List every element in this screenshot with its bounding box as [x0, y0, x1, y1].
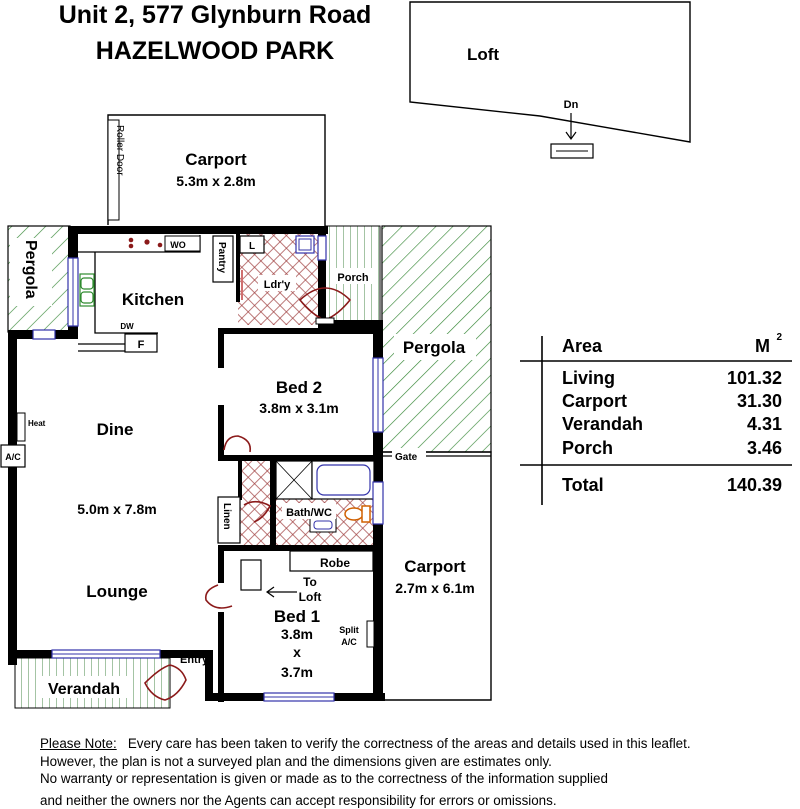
area-row-value: 101.32: [727, 368, 782, 389]
heater: [17, 413, 25, 441]
bed2-door: [224, 436, 250, 452]
gate-label: Gate: [395, 452, 418, 463]
disclaimer-line-1: Please Note: Every care has been taken t…: [40, 735, 790, 753]
porch-label: Porch: [337, 272, 368, 284]
bath-label: Bath/WC: [286, 507, 332, 519]
disclaimer-line-2: However, the plan is not a surveyed plan…: [40, 753, 790, 771]
bathtub-icon: [312, 461, 374, 499]
carport-right-name: Carport: [404, 557, 466, 576]
disclaimer-heading: Please Note:: [40, 736, 117, 751]
bed1-name: Bed 1: [274, 607, 320, 626]
bed1-dim1: 3.8m: [281, 626, 313, 642]
area-row-label: Verandah: [562, 414, 643, 435]
roller-door-label: Roller Door: [114, 125, 125, 176]
porch-door-sill: [316, 318, 334, 324]
bath-window: [373, 482, 383, 524]
bed1-x: x: [293, 644, 301, 660]
dine-window: [33, 330, 55, 339]
robe-label: Robe: [320, 556, 350, 570]
split-ac-line2: A/C: [341, 637, 357, 647]
dine-label: Dine: [97, 420, 134, 439]
pergola-right-label: Pergola: [403, 338, 466, 357]
area-row-value: 3.46: [747, 438, 782, 459]
laundry-window: [318, 236, 326, 260]
area-row: Carport 31.30: [562, 391, 782, 413]
area-total-value: 140.39: [727, 475, 782, 496]
wo-label: WO: [170, 240, 186, 250]
kitchen-label: Kitchen: [122, 290, 184, 309]
dine-dims: 5.0m x 7.8m: [77, 501, 156, 517]
bed1-door: [206, 585, 232, 608]
split-ac-unit: [367, 621, 374, 647]
dw-label: DW: [120, 322, 134, 331]
carport-top-dims: 5.3m x 2.8m: [176, 173, 255, 189]
area-total-row: Total 140.39: [562, 475, 782, 497]
entry-label: Entry: [180, 654, 209, 666]
disclaimer: Please Note: Every care has been taken t…: [40, 735, 790, 809]
bed1-dim2: 3.7m: [281, 664, 313, 680]
carport-right-dims: 2.7m x 6.1m: [395, 580, 474, 596]
area-header-sup: 2: [776, 332, 782, 343]
pergola-left-label: Pergola: [22, 240, 39, 299]
area-row-label: Living: [562, 368, 615, 389]
loft-outline: [410, 2, 690, 142]
area-row-value: 4.31: [747, 414, 782, 435]
toilet-icon: [345, 506, 370, 522]
disclaimer-line-3: No warranty or representation is given o…: [40, 770, 790, 788]
l-label: L: [249, 241, 255, 252]
carport-top-outline: [108, 115, 325, 228]
carport-top-name: Carport: [185, 150, 247, 169]
area-row: Verandah 4.31: [562, 414, 782, 436]
to-loft-arrow-icon: [267, 587, 297, 597]
pantry-label: Pantry: [216, 242, 227, 274]
kitchen-sink-icon: [80, 274, 94, 306]
split-ac-line1: Split: [339, 625, 359, 635]
disclaimer-line-4: and neither the owners nor the Agents ca…: [40, 792, 790, 809]
area-row-label: Porch: [562, 438, 613, 459]
area-row-value: 31.30: [737, 391, 782, 412]
ac-label: A/C: [5, 452, 21, 462]
lounge-label: Lounge: [86, 582, 147, 601]
loft-hatch: [241, 560, 261, 590]
dn-arrow-icon: [566, 113, 576, 139]
area-header-label: Area: [562, 336, 602, 357]
area-total-label: Total: [562, 475, 604, 496]
loft-label: Loft: [467, 45, 499, 64]
heat-label: Heat: [28, 419, 46, 428]
bed2-dims: 3.8m x 3.1m: [259, 400, 338, 416]
to-loft-line1: To: [303, 575, 317, 589]
to-loft-line2: Loft: [299, 590, 322, 604]
area-row: Porch 3.46: [562, 438, 782, 460]
fridge-label: F: [138, 339, 145, 351]
area-header-row: Area M 2: [562, 336, 782, 358]
laundry-label: Ldr'y: [264, 279, 291, 291]
area-row: Living 101.32: [562, 368, 782, 390]
disclaimer-text-1: Every care has been taken to verify the …: [128, 736, 691, 751]
area-row-label: Carport: [562, 391, 627, 412]
verandah-label: Verandah: [48, 681, 120, 698]
area-header-unit: M: [755, 336, 770, 357]
bed2-name: Bed 2: [276, 378, 322, 397]
dn-label: Dn: [564, 99, 579, 111]
carport-right-outline: [381, 452, 491, 700]
linen-label: Linen: [221, 503, 232, 530]
